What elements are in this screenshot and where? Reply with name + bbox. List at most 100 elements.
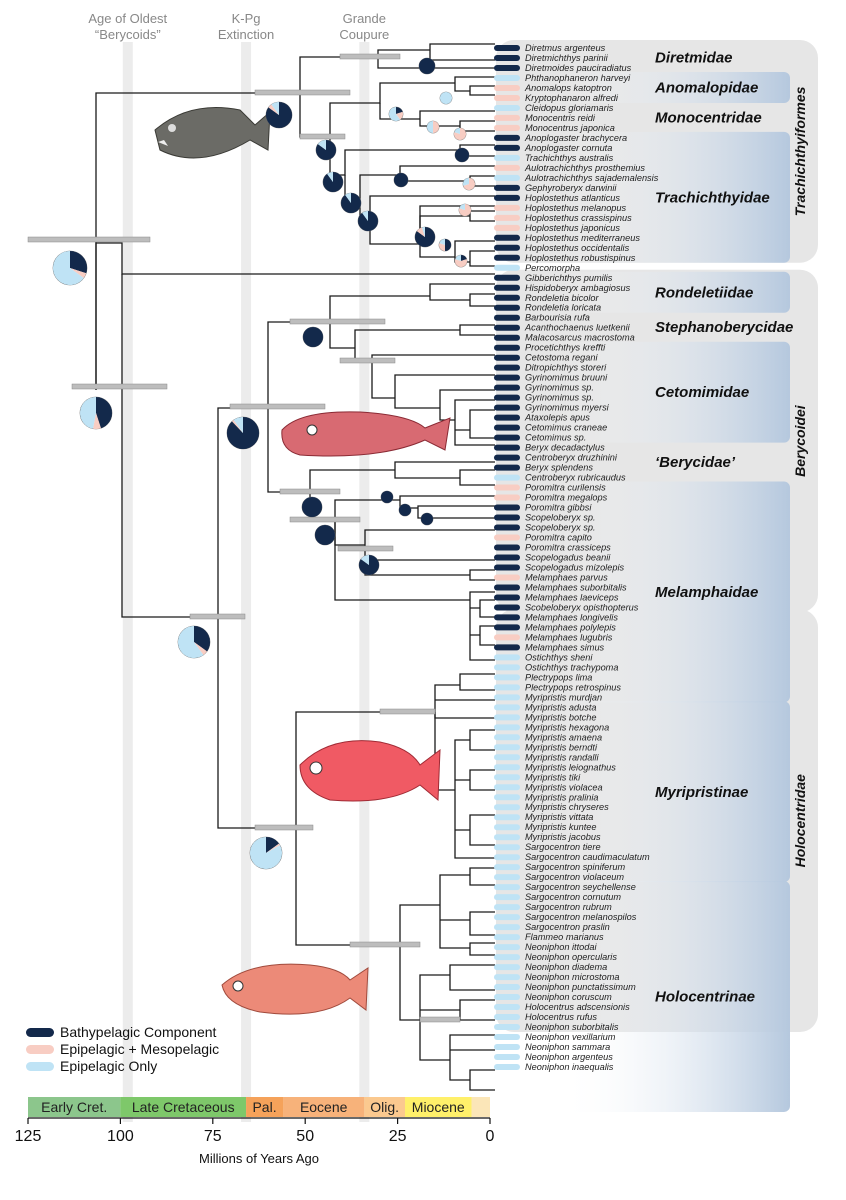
habitat-marker (494, 434, 520, 441)
species-label: Kryptophanaron alfredi (525, 93, 619, 103)
tree-branch (371, 361, 495, 446)
pie-slice (266, 837, 279, 853)
era-label: Miocene (412, 1099, 465, 1115)
species-label: Sargocentron rubrum (525, 902, 612, 912)
habitat-marker (494, 1053, 520, 1060)
habitat-marker (494, 484, 520, 491)
squirrelfish-icon (221, 963, 369, 1015)
species-label: Gephyroberyx darwinii (525, 183, 617, 193)
habitat-marker (494, 184, 520, 191)
habitat-marker (494, 114, 520, 121)
family-label: Anomalopidae (654, 79, 758, 96)
habitat-marker (494, 444, 520, 451)
habitat-marker (494, 534, 520, 541)
pie-slice (421, 227, 425, 237)
event-band (359, 42, 370, 1122)
ci-bar (27, 236, 151, 243)
ancestral-state-pie (340, 192, 362, 214)
tree-branch (121, 274, 218, 618)
era-block (471, 1097, 490, 1117)
habitat-marker (494, 854, 520, 861)
habitat-marker (494, 884, 520, 891)
tree-branch (28, 92, 300, 241)
pie-slice (463, 178, 469, 186)
species-label: Sargocentron spiniferum (525, 862, 625, 872)
tree-branch (267, 283, 495, 408)
species-label: Trachichthys australis (525, 153, 614, 163)
family-label: Cetomimidae (655, 384, 749, 401)
species-label: Cetostoma regani (525, 353, 598, 363)
pie-slice (302, 497, 322, 517)
habitat-marker (494, 904, 520, 911)
species-label: Myripristis hexagona (525, 722, 609, 732)
ci-bar (229, 403, 326, 410)
pie-slice (96, 397, 113, 429)
species-label: Acanthochaenus luetkenii (524, 323, 631, 333)
pie-slice (266, 843, 281, 853)
ci-bar (337, 545, 394, 552)
species-label: Centroberyx rubricaudus (525, 473, 626, 483)
species-label: Melamphaes suborbitalis (525, 582, 627, 592)
event-label: K-Pg (232, 11, 261, 26)
species-label: Myripristis jacobus (525, 832, 601, 842)
habitat-marker (494, 494, 520, 501)
pie-slice (315, 525, 335, 545)
legend-label: Bathypelagic Component (60, 1024, 217, 1040)
habitat-marker (494, 194, 520, 201)
species-label: Gyrinomimus sp. (525, 383, 594, 393)
habitat-marker (494, 624, 520, 631)
pie-slice (433, 121, 439, 133)
species-label: Neoniphon suborbitalis (525, 1022, 619, 1032)
axis-tick-label: 25 (389, 1128, 407, 1145)
pie-slice (268, 104, 279, 115)
ancestral-state-pie (357, 210, 379, 232)
family-box (560, 701, 790, 883)
soldierfish-icon (299, 740, 441, 802)
habitat-marker (494, 664, 520, 671)
species-label: Percomorpha (525, 263, 580, 273)
pie-slice (80, 397, 96, 429)
pie-slice (381, 491, 393, 503)
species-label: Ditropichthys storeri (525, 363, 607, 373)
habitat-marker (494, 404, 520, 411)
habitat-marker (494, 984, 520, 991)
species-label: Centroberyx druzhinini (525, 453, 618, 463)
habitat-marker (494, 734, 520, 741)
ancestral-state-pie (414, 226, 436, 248)
pie-slice (439, 243, 445, 252)
tree-branch (217, 617, 296, 829)
habitat-marker (494, 924, 520, 931)
habitat-marker (494, 454, 520, 461)
tree-branch (434, 712, 495, 859)
habitat-marker (494, 284, 520, 291)
ancestral-state-pie (79, 396, 113, 430)
species-label: Neoniphon ittodai (525, 942, 597, 952)
ancestral-state-pie (302, 326, 324, 348)
pie-slice (461, 255, 467, 261)
ancestral-state-pie (358, 554, 380, 576)
habitat-marker (494, 514, 520, 521)
habitat-marker (494, 554, 520, 561)
family-label: Melamphaidae (655, 584, 758, 601)
species-label: Hoplostethus mediterraneus (525, 233, 640, 243)
habitat-marker (494, 864, 520, 871)
order-label: Berycoidei (792, 404, 808, 477)
species-label: Hispidoberyx ambagiosus (525, 283, 631, 293)
habitat-marker (494, 124, 520, 131)
era-label: Pal. (252, 1099, 276, 1115)
species-label: Aulotrachichthys prosthemius (524, 163, 645, 173)
species-label: Monocentris reidi (525, 113, 596, 123)
event-labels: Age of Oldest“Berycoids”K-PgExtinctionGr… (88, 11, 389, 42)
pie-slice (389, 107, 401, 121)
fangtooth-fish-icon (154, 107, 271, 159)
species-label: Myripristis leiognathus (525, 762, 616, 772)
ci-bar (379, 708, 436, 715)
habitat-marker (494, 1034, 520, 1041)
species-label: Melamphaes lugubris (525, 632, 613, 642)
habitat-marker (494, 354, 520, 361)
pie-slice (396, 111, 403, 120)
ci-bar (254, 89, 351, 96)
species-label: Diretmus argenteus (525, 43, 606, 53)
habitat-marker (494, 634, 520, 641)
